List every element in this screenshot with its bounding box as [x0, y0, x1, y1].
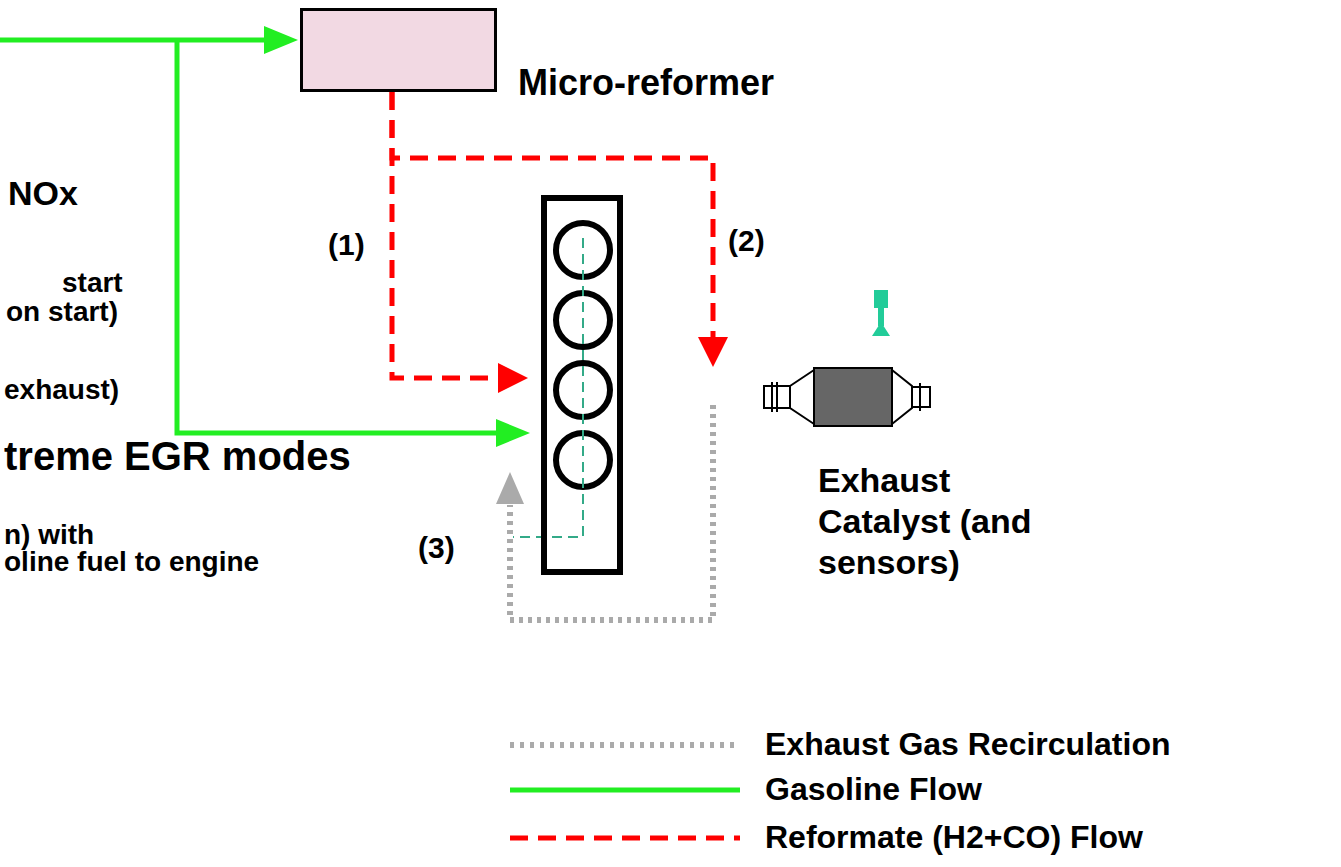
heading-fragment: NOx [8, 176, 78, 210]
text-fragment: oline fuel to engine [4, 548, 259, 576]
node-label: Micro-reformer [518, 61, 774, 104]
gasoline-arrowhead [264, 26, 298, 54]
node-label: Exhaust Catalyst (and sensors) [818, 460, 1068, 582]
callout-number: (3) [418, 533, 455, 563]
catalyst-symbol [762, 362, 932, 432]
callout-number: (2) [728, 226, 765, 256]
heading-fragment: treme EGR modes [4, 436, 351, 476]
legend-sample [510, 725, 742, 765]
text-fragment: start [62, 269, 123, 297]
cylinder [556, 223, 610, 277]
legend-line [510, 742, 740, 748]
exhaust-catalyst: Exhaust Catalyst (and sensors) [762, 362, 932, 432]
reformer-box: Micro-reformer [300, 8, 497, 92]
gasoline-arrowhead [496, 419, 530, 447]
legend-sample [510, 818, 742, 858]
egr-arrowhead [496, 472, 524, 504]
legend-line [510, 836, 740, 841]
text-fragment: n) with [4, 521, 94, 549]
legend-sample [510, 770, 742, 810]
legend-entry: Reformate (H2+CO) Flow [510, 818, 1310, 858]
legend-entry: Gasoline Flow [510, 770, 1310, 810]
callout-number: (1) [328, 230, 365, 260]
engine-block [541, 195, 623, 575]
sensor-symbol [872, 322, 890, 336]
legend-entry: Exhaust Gas Recirculation [510, 725, 1310, 765]
legend-text: Exhaust Gas Recirculation [765, 728, 1170, 760]
text-fragment: exhaust) [4, 376, 119, 404]
reformate-connector [392, 92, 713, 337]
reformate-connector [392, 92, 498, 378]
sensor-symbol [874, 290, 888, 308]
text-fragment: on start) [6, 298, 118, 326]
manifold-line [513, 238, 583, 537]
gasoline-line [0, 38, 268, 43]
legend-text: Gasoline Flow [765, 773, 982, 805]
gasoline-line [177, 40, 500, 433]
legend-line [510, 788, 740, 793]
legend-text: Reformate (H2+CO) Flow [765, 821, 1143, 853]
